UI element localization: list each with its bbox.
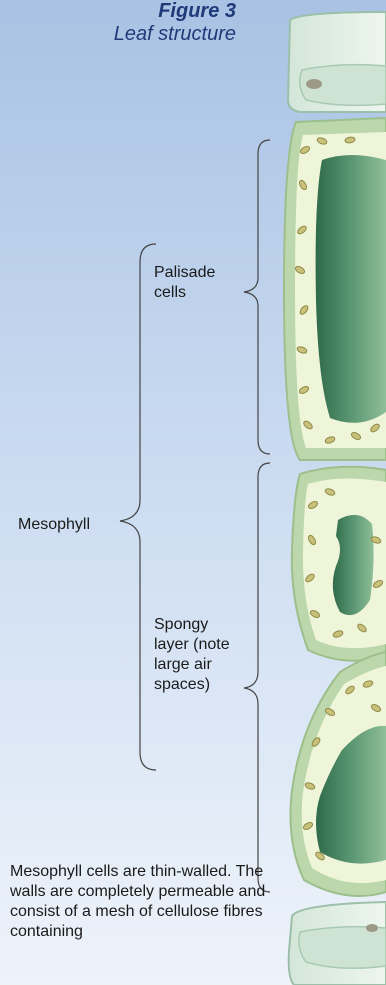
caption-text: Mesophyll cells are thin-walled. The wal… — [10, 862, 280, 942]
mesophyll-label: Mesophyll — [18, 515, 90, 535]
palisade-cell — [284, 118, 386, 460]
upper-epidermis-cell — [288, 12, 386, 112]
palisade-bracket — [244, 140, 270, 454]
figure-number: Figure 3 — [114, 0, 236, 23]
figure-name: Leaf structure — [114, 23, 236, 46]
mesophyll-bracket — [120, 244, 156, 770]
spongy-layer-label: Spongy layer (note large air spaces) — [154, 615, 236, 695]
spongy-cell-lower — [291, 652, 386, 896]
spongy-bracket — [244, 463, 270, 892]
palisade-cells-label: Palisade cells — [154, 263, 234, 303]
figure-title: Figure 3 Leaf structure — [114, 0, 236, 46]
lower-epidermis-cell — [289, 902, 386, 985]
